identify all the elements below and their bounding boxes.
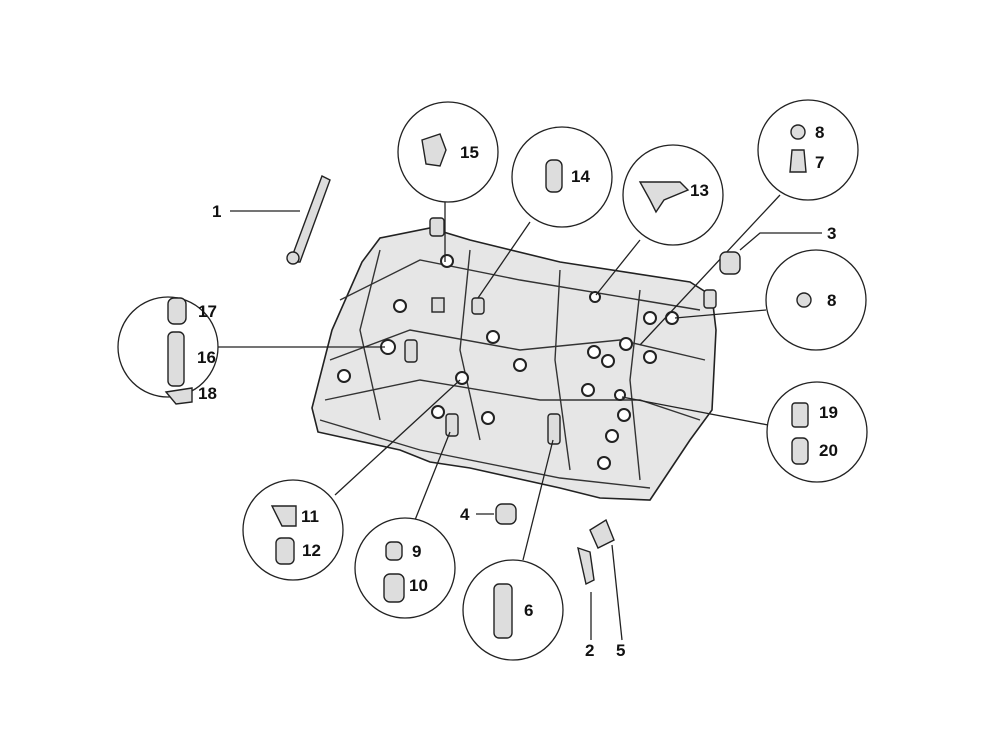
- detail-circle-6: [462, 559, 564, 661]
- detail-circle-11-12: [242, 479, 344, 581]
- part-1-solenoid: [286, 175, 331, 265]
- part-4-fitting: [495, 503, 517, 525]
- callout-3: 3: [827, 224, 836, 243]
- callout-labels: 1 2 3 4 5 6 7 8 8 9 10 11 12 13 14 15 16…: [197, 123, 838, 660]
- detail-circle-8: [765, 249, 867, 351]
- detail-circle-13: [622, 144, 724, 246]
- callout-14: 14: [571, 167, 590, 186]
- leader-lines: [218, 194, 822, 641]
- detail-circle-15: [397, 101, 499, 203]
- callout-13: 13: [690, 181, 709, 200]
- callout-8-right: 8: [827, 291, 836, 310]
- callout-17: 17: [198, 302, 217, 321]
- detail-circle-14: [511, 126, 613, 228]
- detail-circle-17-16-18: [117, 296, 219, 405]
- callout-16: 16: [197, 348, 216, 367]
- valve-body: [311, 217, 717, 501]
- callout-1: 1: [212, 202, 221, 221]
- callout-11: 11: [301, 507, 319, 526]
- part-3-plug: [719, 251, 741, 275]
- callout-5: 5: [616, 641, 625, 660]
- callout-19: 19: [819, 403, 838, 422]
- callout-12: 12: [302, 541, 321, 560]
- callout-20: 20: [819, 441, 838, 460]
- callout-18: 18: [198, 384, 217, 403]
- detail-circle-19-20: [766, 381, 868, 483]
- detail-circle-8-7: [757, 99, 859, 201]
- callout-10: 10: [409, 576, 428, 595]
- callout-2: 2: [585, 641, 594, 660]
- callout-6: 6: [524, 601, 533, 620]
- callout-7: 7: [815, 153, 824, 172]
- callout-9: 9: [412, 542, 421, 561]
- callout-4: 4: [460, 505, 470, 524]
- callout-15: 15: [460, 143, 479, 162]
- part-5-bracket: [589, 518, 615, 549]
- detail-circle-9-10: [354, 517, 456, 619]
- callout-8-top: 8: [815, 123, 824, 142]
- part-2-clip: [577, 546, 595, 586]
